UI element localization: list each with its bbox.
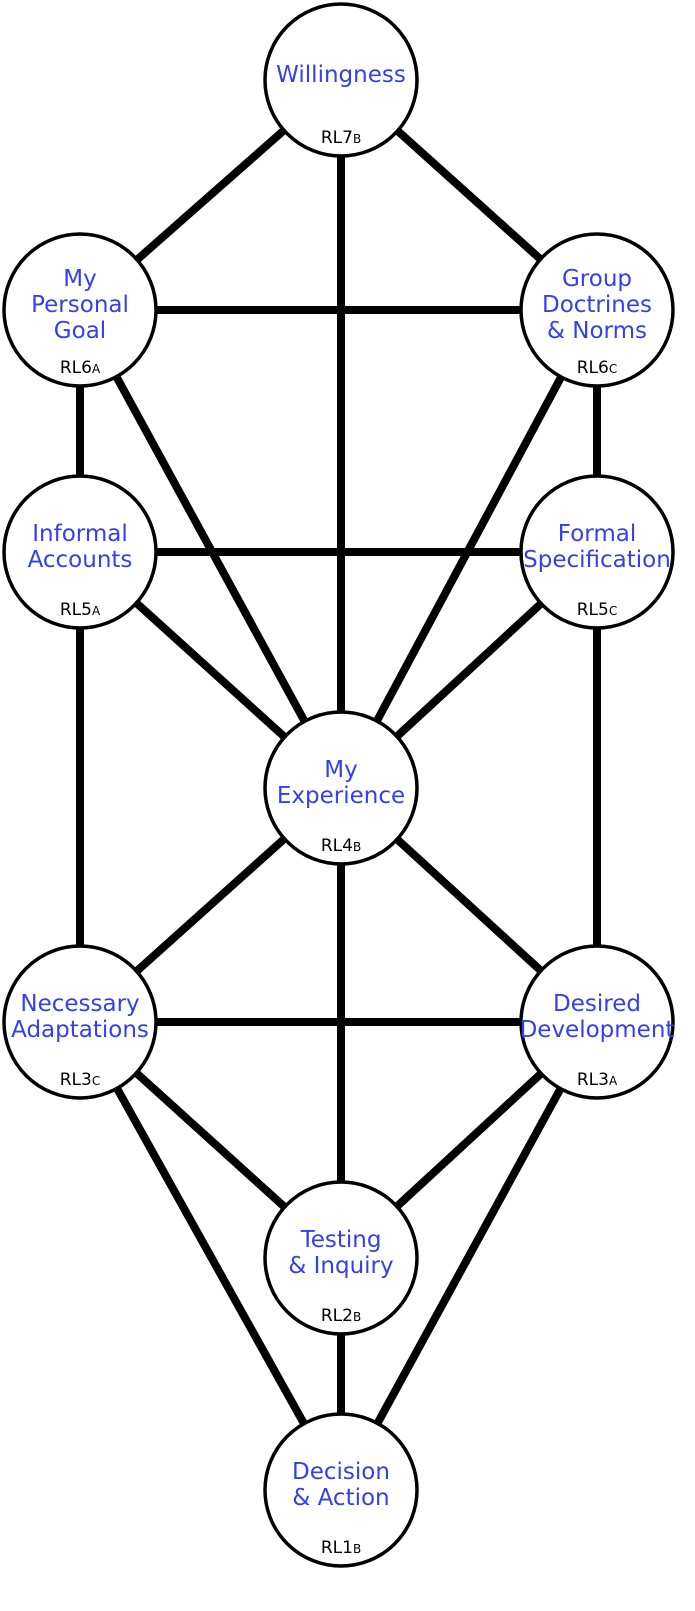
node-circle <box>2 232 158 388</box>
node-label-line: Necessary <box>20 991 139 1017</box>
nodes: WillingnessRL7BMyPersonalGoalRL6AGroupDo… <box>2 2 675 1568</box>
edge-rl3a-rl1b <box>337 1020 601 1492</box>
node-code: RL7B <box>321 128 361 148</box>
node-circle <box>519 944 675 1100</box>
node-circle <box>2 944 158 1100</box>
node-code: RL5A <box>60 600 101 620</box>
node-label-line: Formal <box>558 521 636 547</box>
node-label-line: & Inquiry <box>288 1253 393 1279</box>
node-circle <box>2 474 158 630</box>
node-label-line: & Action <box>292 1485 389 1511</box>
node-code: RL6C <box>577 358 618 378</box>
node-label-line: Specification <box>523 547 671 573</box>
node-code: RL1B <box>321 1538 361 1558</box>
node-circle <box>519 474 675 630</box>
node-label-line: & Norms <box>547 318 647 344</box>
node-circle <box>263 2 419 158</box>
node-label-line: My <box>63 266 96 292</box>
node-code: RL4B <box>321 836 361 856</box>
node-label-line: Goal <box>54 318 106 344</box>
node-circle <box>519 232 675 388</box>
node-code: RL3A <box>577 1070 618 1090</box>
node-label-line: Desired <box>553 991 641 1017</box>
node-label-line: Development <box>520 1017 675 1043</box>
node-label-line: Experience <box>277 783 405 809</box>
node-label-line: Doctrines <box>542 292 652 318</box>
node-label-line: My <box>324 757 357 783</box>
node-label-line: Informal <box>32 521 127 547</box>
node-circle <box>263 710 419 866</box>
node-code: RL5C <box>577 600 618 620</box>
node-label-line: Decision <box>292 1459 390 1485</box>
node-code: RL6A <box>60 358 101 378</box>
node-code: RL3C <box>60 1070 101 1090</box>
edge-rl3c-rl1b <box>76 1020 345 1492</box>
node-label-line: Willingness <box>276 62 406 88</box>
node-label-line: Accounts <box>28 547 133 573</box>
node-circle <box>263 1180 419 1336</box>
node-label-line: Adaptations <box>11 1017 149 1043</box>
node-label-line: Personal <box>31 292 129 318</box>
node-label-line: Group <box>562 266 632 292</box>
node-label-line: Testing <box>300 1227 382 1253</box>
node-code: RL2B <box>321 1306 361 1326</box>
node-circle <box>263 1412 419 1568</box>
